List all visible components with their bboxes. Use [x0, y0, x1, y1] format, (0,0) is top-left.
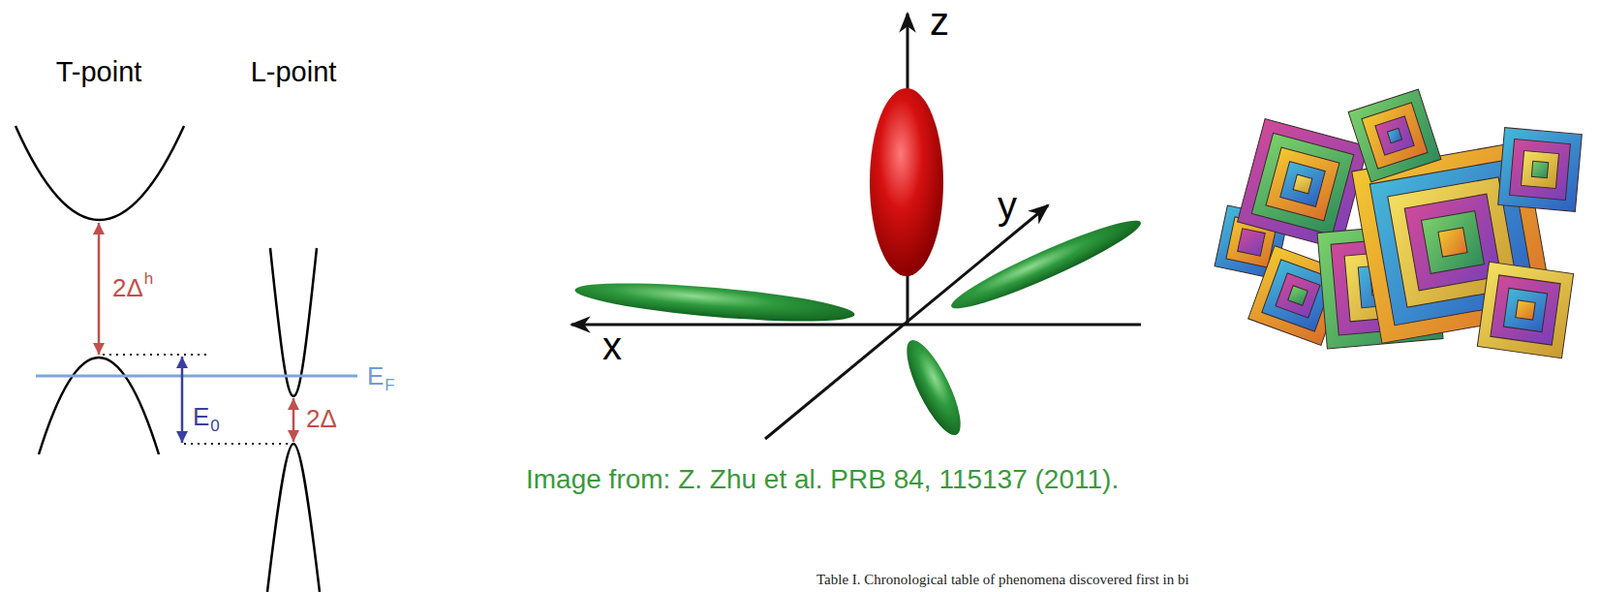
band-point-label: L-point	[250, 58, 338, 87]
band-diagram	[15, 125, 358, 592]
crystal-step	[1476, 261, 1573, 358]
fermi-subscript: F	[384, 376, 395, 394]
gap-label: 2Δ	[306, 405, 338, 431]
conduction-band	[15, 125, 185, 220]
gap-arrow	[292, 398, 296, 442]
axes	[571, 13, 1141, 439]
fermi-level	[35, 374, 358, 378]
hole-pocket	[869, 88, 944, 277]
dotted-level	[184, 442, 289, 445]
gap-arrow	[97, 222, 101, 355]
crystal-step	[1498, 127, 1583, 213]
conduction-band	[270, 247, 317, 397]
cropped-table-caption: Table I. Chronological table of phenomen…	[816, 572, 1190, 587]
valence-band	[38, 357, 159, 455]
valence-band	[267, 443, 320, 592]
dotted-level	[102, 353, 210, 356]
bismuth-crystal	[1214, 89, 1582, 359]
electron-pocket	[946, 210, 1147, 320]
axis-label: y	[997, 185, 1017, 225]
image-credit: Image from: Z. Zhu et al. PRB 84, 115137…	[525, 465, 1119, 493]
gap-label: 2Δ	[112, 275, 144, 301]
overlap-label: E	[192, 403, 210, 430]
x-axis	[571, 323, 1141, 327]
overlap-arrow	[181, 356, 185, 443]
fermi-pockets	[573, 88, 1146, 442]
overlap-subscript: 0	[210, 417, 219, 434]
crystal-step	[1348, 89, 1442, 183]
axis-label: z	[929, 1, 950, 41]
fermi-label: E	[367, 363, 384, 389]
electron-pocket	[573, 275, 857, 329]
axis-label: x	[602, 326, 622, 366]
electron-pocket	[896, 333, 971, 441]
gap-superscript: h	[144, 270, 154, 287]
band-point-label: T-point	[56, 58, 143, 87]
